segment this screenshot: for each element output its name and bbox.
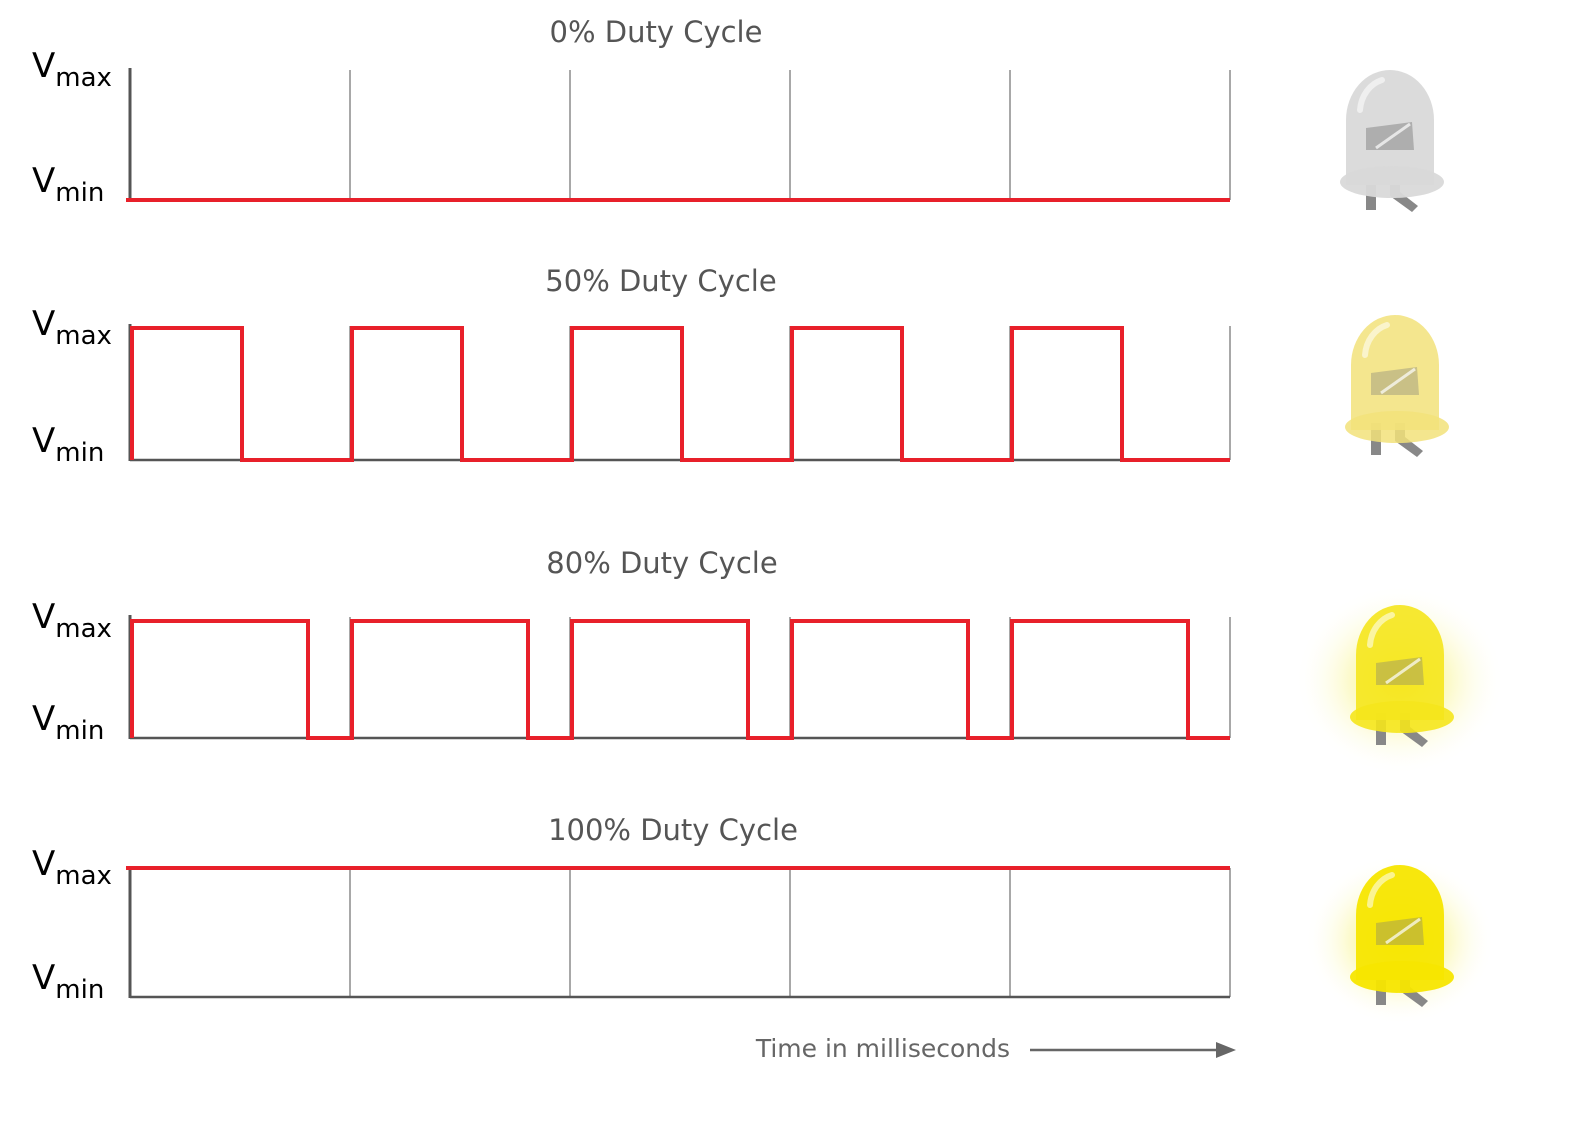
pwm-signal-line [130, 619, 1230, 740]
led-rim [1350, 701, 1454, 733]
led-wire [1385, 657, 1421, 685]
led-rim [1340, 166, 1444, 198]
led-highlight [1357, 77, 1385, 113]
led-rim [1350, 961, 1454, 993]
led-bulb-icon [1340, 70, 1444, 212]
time-axis: Time in milliseconds [755, 1034, 1236, 1063]
time-axis-label: Time in milliseconds [755, 1034, 1010, 1063]
led-bulb-icon [1345, 315, 1449, 457]
y-label-vmax: Vmax [32, 46, 112, 93]
led-rim [1345, 411, 1449, 443]
y-label-vmin: Vmin [32, 958, 104, 1005]
panel-title: 0% Duty Cycle [550, 15, 763, 49]
led-wire [1375, 122, 1411, 150]
led-bulb-icon [1305, 855, 1495, 1025]
led-dome [1351, 315, 1439, 430]
led-wire [1380, 367, 1416, 395]
led-highlight [1367, 612, 1395, 648]
led-dome [1346, 70, 1434, 185]
pwm-signal-line [130, 326, 1230, 462]
led-wire [1385, 917, 1421, 945]
arrow-right-icon [1030, 1042, 1236, 1058]
panel-title: 50% Duty Cycle [545, 264, 776, 298]
led-dome [1356, 605, 1444, 720]
led-bulb-icon [1295, 585, 1505, 775]
y-label-vmax: Vmax [32, 597, 112, 644]
led-dome [1356, 865, 1444, 980]
y-label-vmin: Vmin [32, 161, 104, 208]
panel-title: 80% Duty Cycle [546, 546, 777, 580]
y-label-vmin: Vmin [32, 421, 104, 468]
y-label-vmax: Vmax [32, 844, 112, 891]
y-label-vmin: Vmin [32, 699, 104, 746]
led-highlight [1362, 322, 1390, 358]
panel-title: 100% Duty Cycle [548, 813, 798, 847]
y-label-vmax: Vmax [32, 304, 112, 351]
led-highlight [1367, 872, 1395, 908]
